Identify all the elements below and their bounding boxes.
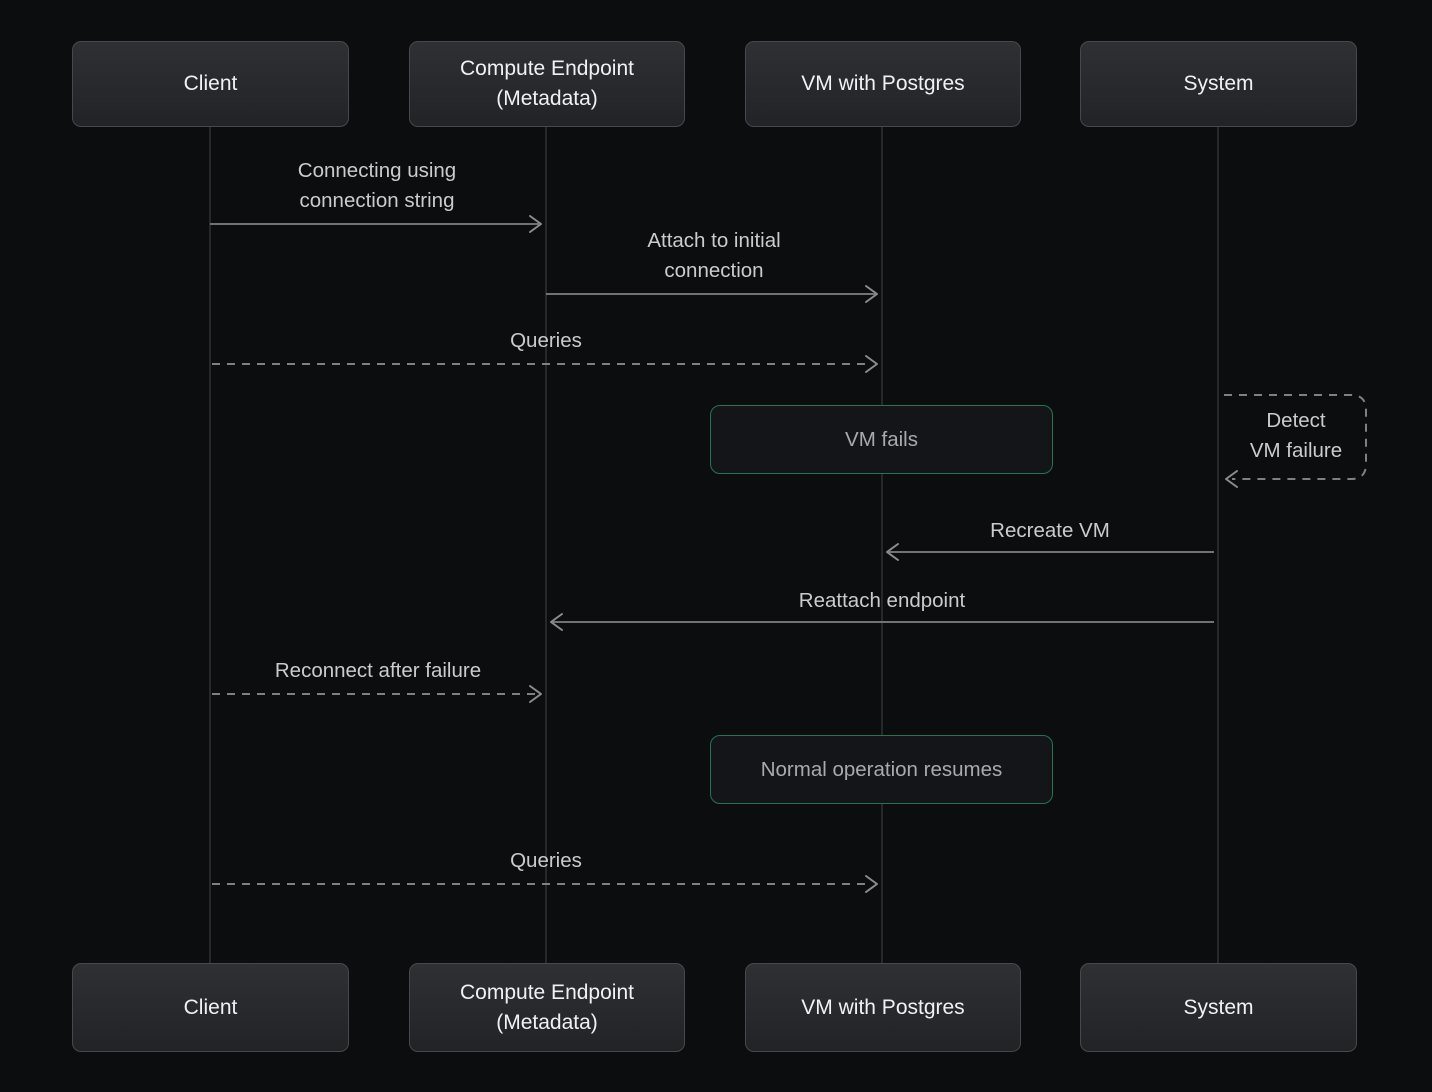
lifeline-vm-with-postgres — [881, 127, 883, 963]
message-label-queries-resumed: Queries — [510, 849, 582, 872]
note-vm-fails-label: VM fails — [845, 427, 918, 451]
actor-vm-with-postgres-bottom: VM with Postgres — [745, 963, 1021, 1052]
arrow-detect-failure — [1224, 394, 1367, 488]
message-label-recreate-vm: Recreate VM — [990, 519, 1110, 542]
message-label-detect-failure: Detect VM failure — [1249, 409, 1343, 462]
arrow-connecting — [210, 215, 542, 233]
arrow-reattach-endpoint — [550, 613, 1214, 631]
message-label-queries-initial: Queries — [510, 329, 582, 352]
actor-client-top: Client — [72, 41, 349, 127]
actor-compute-endpoint-top: Compute Endpoint (Metadata) — [409, 41, 685, 127]
message-label-reconnect: Reconnect after failure — [274, 659, 482, 682]
actor-compute-endpoint-top-label: Compute Endpoint (Metadata) — [460, 57, 634, 110]
actor-compute-endpoint-bottom: Compute Endpoint (Metadata) — [409, 963, 685, 1052]
actor-client-bottom: Client — [72, 963, 349, 1052]
message-label-attach: Attach to initial connection — [647, 229, 781, 282]
actor-client-top-label: Client — [183, 72, 238, 95]
lifeline-system — [1217, 127, 1219, 963]
arrow-reconnect — [212, 685, 542, 703]
actor-vm-with-postgres-bottom-label: VM with Postgres — [801, 995, 965, 1019]
arrow-recreate-vm — [886, 543, 1214, 561]
actor-vm-with-postgres-top-label: VM with Postgres — [801, 72, 965, 95]
message-label-connecting: Connecting using connection string — [297, 159, 457, 212]
arrow-queries-initial — [212, 355, 878, 373]
arrow-queries-resumed — [212, 875, 878, 893]
lifeline-client — [209, 127, 211, 963]
note-vm-fails: VM fails — [710, 405, 1053, 474]
actor-vm-with-postgres-top: VM with Postgres — [745, 41, 1021, 127]
note-normal-operation-label: Normal operation resumes — [760, 757, 1003, 781]
actor-system-top-label: System — [1183, 72, 1254, 95]
note-normal-operation: Normal operation resumes — [710, 735, 1053, 804]
lifeline-compute-endpoint — [545, 127, 547, 963]
message-label-reattach-endpoint: Reattach endpoint — [798, 589, 966, 612]
actor-system-bottom: System — [1080, 963, 1357, 1052]
actor-client-bottom-label: Client — [183, 995, 238, 1019]
actor-system-top: System — [1080, 41, 1357, 127]
actor-compute-endpoint-bottom-label: Compute Endpoint (Metadata) — [460, 980, 634, 1034]
arrow-attach — [546, 285, 878, 303]
actor-system-bottom-label: System — [1183, 995, 1254, 1019]
